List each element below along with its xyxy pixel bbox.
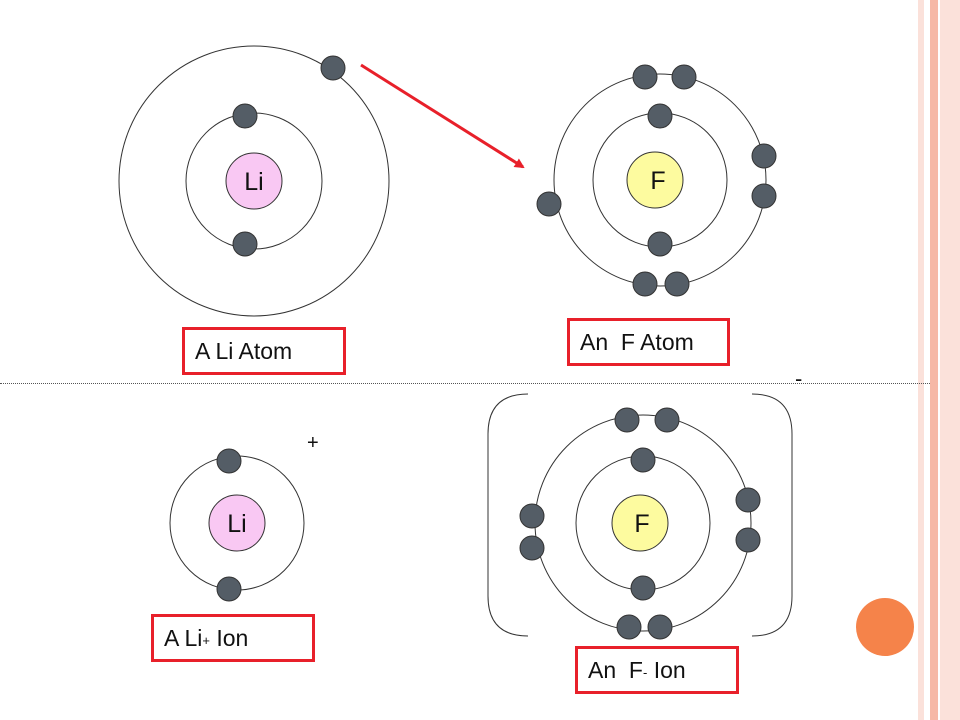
decor-stripe [930,0,938,720]
electron [519,535,545,561]
electron [751,183,777,209]
decor-accent-dot [856,598,914,656]
li-atom-label: A Li Atom [182,327,346,375]
li-ion-nucleus [208,494,266,552]
li-ion-charge: + [307,432,319,454]
electron [735,527,761,553]
electron [320,55,346,81]
li-atom-symbol: Li [244,168,263,196]
f-atom-outer-shell [553,73,767,287]
electron [647,614,673,640]
f-ion-nucleus [611,494,669,552]
f-ion-charge: - [795,366,803,391]
f-atom: F [536,64,777,297]
electron [647,231,673,257]
right-bracket [751,393,793,637]
decor-stripe [940,0,960,720]
decor-stripe [918,0,924,720]
li-ion: Li [169,448,305,602]
electron [216,448,242,474]
f-ion-label-sup: - [642,664,648,680]
electron [614,407,640,433]
left-bracket [487,393,529,637]
electron [751,143,777,169]
f-ion-symbol: F [634,510,649,538]
f-ion-label-prefix: An F [588,656,643,683]
electron [519,503,545,529]
li-ion-label-sup: + [202,632,210,648]
electron [632,271,658,297]
li-ion-label-prefix: A Li [164,624,203,651]
f-ion: F [487,393,793,640]
li-ion-label-suffix: Ion [209,624,249,651]
li-atom: Li [118,45,390,317]
electron [216,576,242,602]
f-atom-label: An F Atom [567,318,730,366]
li-atom-label-text: A Li Atom [195,337,293,364]
electron [616,614,642,640]
electron [536,191,562,217]
li-atom-nucleus [225,152,283,210]
electron [232,231,258,257]
electron [647,103,673,129]
f-ion-label: An F- Ion [575,646,739,694]
electron-transfer-arrow [360,63,525,169]
electron [632,64,658,90]
li-ion-label: A Li+ Ion [151,614,315,662]
li-atom-outer-shell [118,45,390,317]
electron [630,575,656,601]
section-divider [0,383,930,384]
f-atom-label-text: An F Atom [580,328,694,355]
electron [735,487,761,513]
f-atom-symbol: F [650,167,665,195]
electron [671,64,697,90]
electron [654,407,680,433]
electron [630,447,656,473]
electron [232,103,258,129]
f-ion-label-suffix: Ion [647,656,686,683]
f-atom-nucleus [626,151,684,209]
electron [664,271,690,297]
li-ion-symbol: Li [227,510,246,538]
